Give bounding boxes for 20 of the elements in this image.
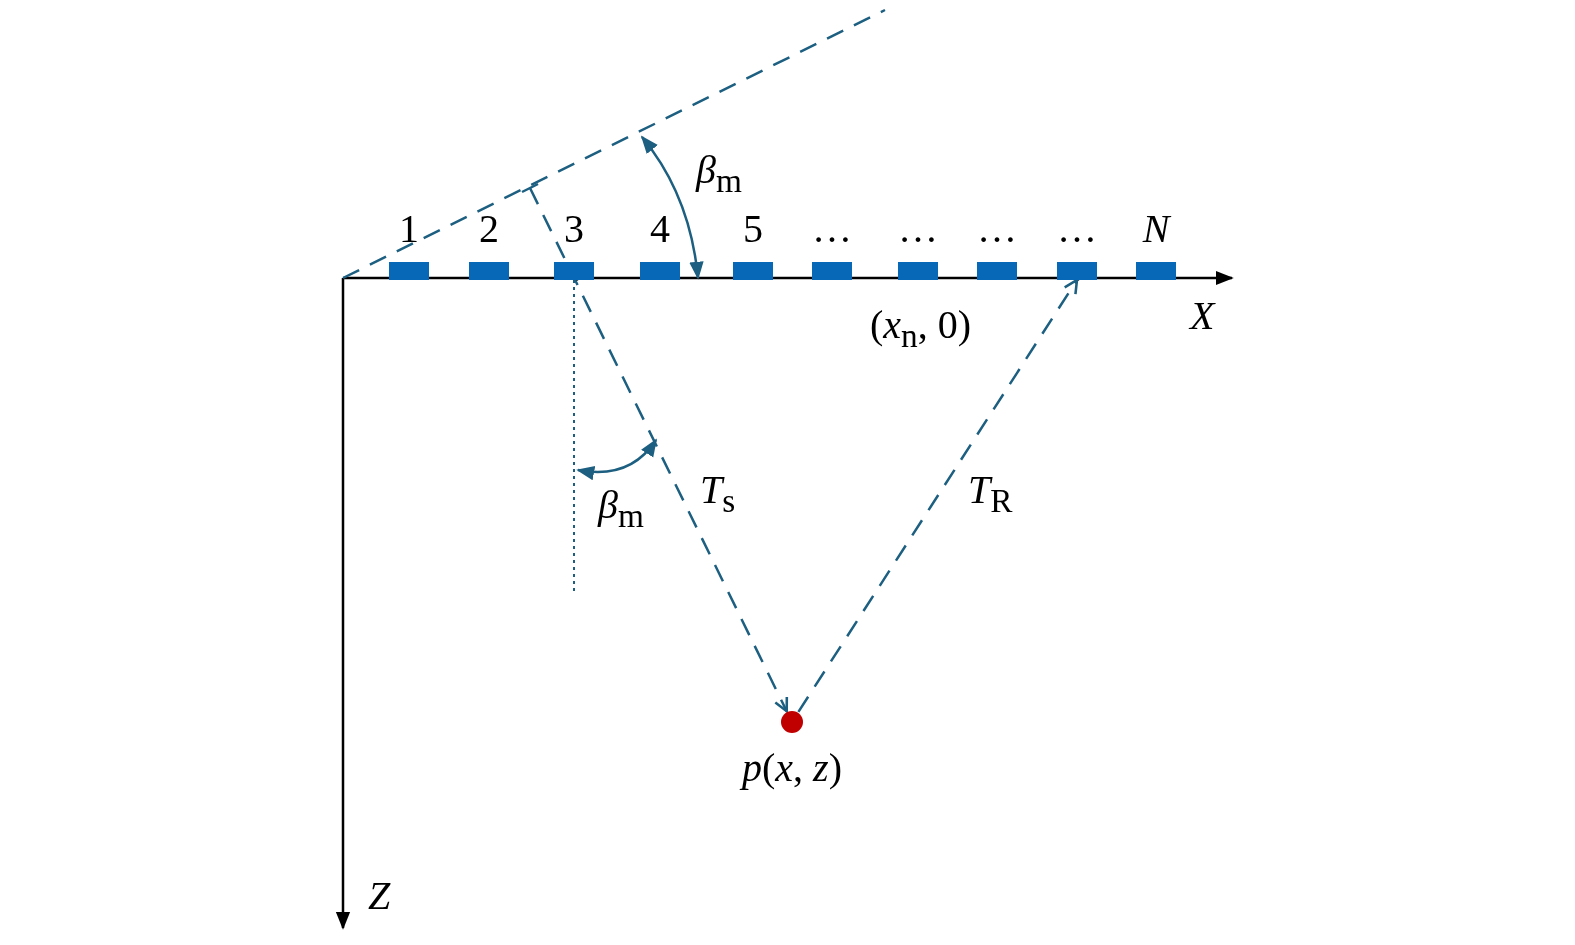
element-number: … [897,209,939,249]
element-number: 5 [742,209,764,249]
edge-label: T$_{s}$ [700,470,736,518]
element-number: 2 [478,209,500,249]
axis-label: Z [368,876,391,916]
edge-label: T$_{R}$ [968,470,1013,518]
arrow [797,278,1079,713]
element-number: 4 [649,209,671,249]
angle-label: β$_{m}$ [598,485,644,533]
element-number: 3 [563,209,585,249]
element-number: 1 [398,209,420,249]
arrow [528,187,789,713]
angle-label: β$_{m}$ [696,150,742,198]
element-number: … [1056,209,1098,249]
coordinate-label: (x$_{n}$, 0) [870,305,972,353]
axis-label: X [1190,296,1215,336]
element-number: N [1141,209,1173,249]
element-number: … [811,209,853,249]
element-number: … [976,209,1018,249]
point-label: p(x, z) [700,748,884,788]
